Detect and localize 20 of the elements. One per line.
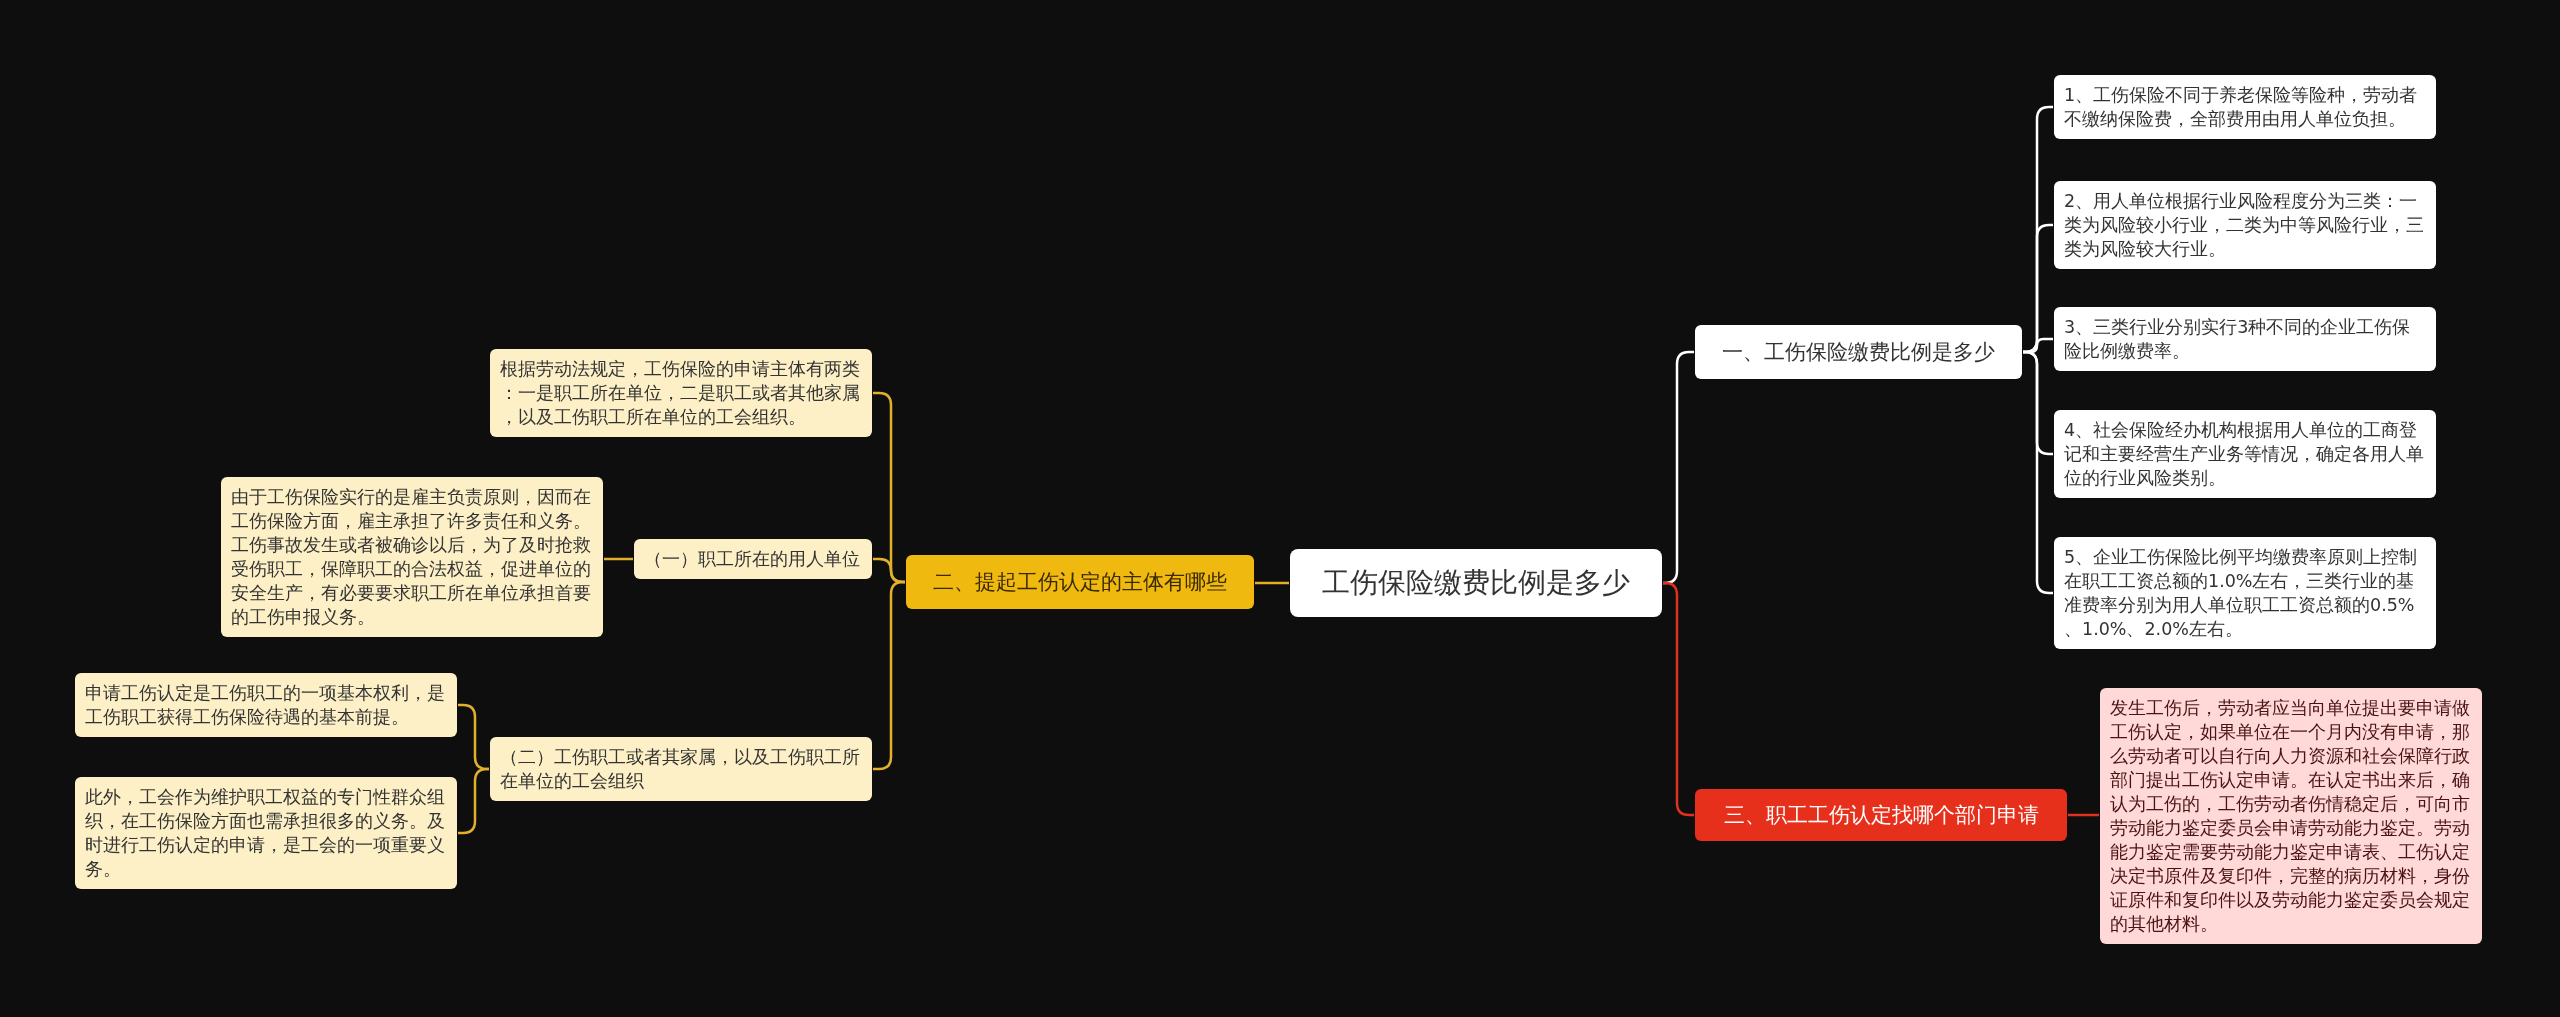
note-card: 发生工伤后，劳动者应当向单位提出要申请做工伤认定，如果单位在一个月内没有申请，那么劳动者可以自行向人力资源和社会保障行政部门提出工伤认定申请。在认定书出来后，确认为工伤的，工伤劳动者伤情稳定后，可向市劳动能力鉴定委员会申请劳动能力鉴定。劳动能力鉴定需要劳动能力鉴定申请表、工伤认定决定书原件及复印件，完整的病历材料，身份证原件和复印件以及劳动能力鉴定委员会规定的其他材料。 [2100, 688, 2482, 944]
note-card: 此外，工会作为维护职工权益的专门性群众组织，在工伤保险方面也需承担很多的义务。及时进行工伤认定的申请，是工会的一项重要义务。 [75, 777, 457, 889]
connector-line [604, 557, 633, 561]
branch-topic: 二、提起工伤认定的主体有哪些 [906, 555, 1254, 609]
note-card: 根据劳动法规定，工伤保险的申请主体有两类：一是职工所在单位，二是职工或者其他家属，以及工伤职工所在单位的工会组织。 [490, 349, 872, 437]
note-card: （一）职工所在的用人单位 [634, 539, 872, 579]
branch-topic: 一、工伤保险缴费比例是多少 [1695, 325, 2022, 379]
note-card: 3、三类行业分别实行3种不同的企业工伤保险比例缴费率。 [2054, 307, 2436, 371]
connector-line [1255, 581, 1289, 585]
connector-line [2068, 813, 2099, 817]
central-topic: 工伤保险缴费比例是多少 [1290, 549, 1662, 617]
note-card: 1、工伤保险不同于养老保险等险种，劳动者不缴纳保险费，全部费用由用人单位负担。 [2054, 75, 2436, 139]
connector-line [458, 767, 489, 835]
note-card: 5、企业工伤保险比例平均缴费率原则上控制在职工工资总额的1.0%左右，三类行业的基准费率分别为用人单位职工工资总额的0.5%、1.0%、2.0%左右。 [2054, 537, 2436, 649]
note-card: 2、用人单位根据行业风险程度分为三类：一类为风险较小行业，二类为中等风险行业，三类为风险较大行业。 [2054, 181, 2436, 269]
note-card: 由于工伤保险实行的是雇主负责原则，因而在工伤保险方面，雇主承担了许多责任和义务。工伤事故发生或者被确诊以后，为了及时抢救受伤职工，保障职工的合法权益，促进单位的安全生产，有必要要求职工所在单位承担首要的工伤申报义务。 [221, 477, 603, 637]
branch-topic: 三、职工工伤认定找哪个部门申请 [1695, 789, 2067, 841]
note-card: 4、社会保险经办机构根据用人单位的工商登记和主要经营生产业务等情况，确定各用人单位的行业风险类别。 [2054, 410, 2436, 498]
note-card: （二）工伤职工或者其家属，以及工伤职工所在单位的工会组织 [490, 737, 872, 801]
note-card: 申请工伤认定是工伤职工的一项基本权利，是工伤职工获得工伤保险待遇的基本前提。 [75, 673, 457, 737]
